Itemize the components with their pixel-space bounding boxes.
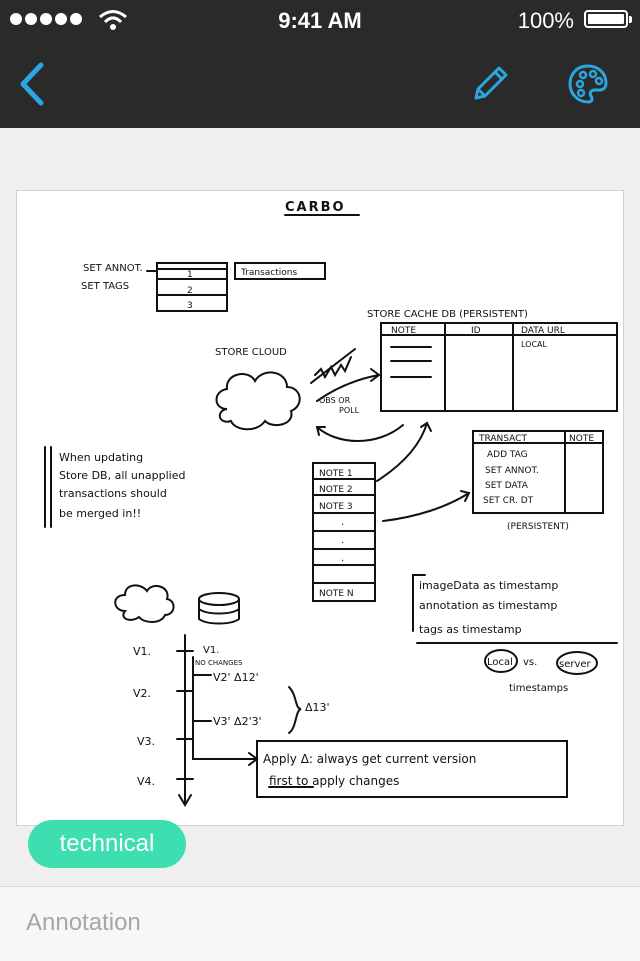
sketch-title: CARBO bbox=[285, 200, 346, 215]
sketch-label: NOTE 1 bbox=[319, 469, 353, 479]
annotation-bar bbox=[0, 886, 640, 961]
palette-icon bbox=[568, 64, 608, 104]
navigation-bar bbox=[0, 40, 640, 128]
sketch-label: V4. bbox=[137, 775, 155, 788]
battery-icon bbox=[584, 10, 632, 28]
wifi-icon bbox=[99, 10, 127, 30]
pencil-icon bbox=[474, 66, 508, 100]
sketch-label: STORE CACHE DB (PERSISTENT) bbox=[367, 309, 528, 320]
back-button[interactable] bbox=[8, 60, 56, 108]
sketch-label: 3 bbox=[187, 301, 193, 311]
sketch-label: vs. bbox=[523, 657, 537, 668]
battery-percentage: 100% bbox=[517, 8, 574, 33]
sketch-label: V2' Δ12' bbox=[213, 671, 259, 684]
sketch-label: imageData as timestamp bbox=[419, 579, 558, 592]
sketch-label: timestamps bbox=[509, 683, 568, 694]
sketch-label: NOTE 3 bbox=[319, 502, 353, 512]
sketch-label: SET ANNOT. bbox=[83, 263, 143, 274]
sketch-label: NO CHANGES bbox=[195, 659, 243, 667]
sketch-label: V2. bbox=[133, 687, 151, 700]
sketch-label: NOTE 2 bbox=[319, 485, 353, 495]
sketch-label: V1. bbox=[203, 645, 219, 656]
sketch-label: Apply Δ: always get current version bbox=[263, 752, 476, 766]
sketch-label: Local bbox=[487, 657, 513, 668]
status-bar: 9:41 AM 100% bbox=[0, 0, 640, 40]
sketch-label: SET DATA bbox=[485, 481, 529, 491]
signal-strength-icon bbox=[10, 13, 82, 25]
sketch-label: When updating bbox=[59, 451, 143, 464]
sketch-label: POLL bbox=[339, 406, 360, 415]
whiteboard-sketch: CARBO SET ANNOT. SET TAGS 1 2 3 Transact… bbox=[44, 200, 618, 807]
edit-button[interactable] bbox=[466, 60, 514, 108]
sketch-label: ID bbox=[471, 326, 481, 336]
sketch-label: OBS OR bbox=[319, 396, 351, 405]
sketch-label: STORE CLOUD bbox=[215, 347, 287, 358]
sketch-label: V1. bbox=[133, 645, 151, 658]
sketch-label: server bbox=[559, 659, 592, 670]
sketch-label: 1 bbox=[187, 270, 193, 280]
sketch-label: NOTE bbox=[391, 326, 416, 336]
tag-chip-technical[interactable]: technical bbox=[28, 820, 186, 868]
sketch-label: SET ANNOT. bbox=[485, 466, 539, 476]
status-time: 9:41 AM bbox=[278, 8, 362, 33]
sketch-label: Store DB, all unapplied bbox=[59, 469, 185, 482]
sketch-label: SET TAGS bbox=[81, 281, 129, 292]
sketch-label: LOCAL bbox=[521, 340, 548, 349]
sketch-label: . bbox=[341, 535, 344, 546]
chevron-left-icon bbox=[20, 62, 44, 106]
sketch-label: V3' Δ2'3' bbox=[213, 715, 262, 728]
sketch-label: V3. bbox=[137, 735, 155, 748]
sketch-label: tags as timestamp bbox=[419, 623, 522, 636]
sketch-label: . bbox=[341, 517, 344, 528]
sketch-label: 2 bbox=[187, 286, 193, 296]
tag-label: technical bbox=[59, 830, 155, 857]
sketch-label: first to apply changes bbox=[269, 774, 399, 788]
sketch-label: . bbox=[341, 553, 344, 564]
sketch-image: CARBO SET ANNOT. SET TAGS 1 2 3 Transact… bbox=[16, 190, 624, 826]
sketch-label: (PERSISTENT) bbox=[507, 522, 569, 532]
sketch-label: annotation as timestamp bbox=[419, 599, 557, 612]
sketch-label: NOTE bbox=[569, 434, 594, 444]
sketch-label: Δ13' bbox=[305, 701, 330, 714]
sketch-label: Transactions bbox=[240, 268, 297, 278]
sketch-label: SET CR. DT bbox=[483, 496, 534, 506]
sketch-label: NOTE N bbox=[319, 589, 354, 599]
sketch-label: ADD TAG bbox=[487, 450, 528, 460]
annotation-input[interactable] bbox=[26, 905, 616, 941]
sketch-label: DATA URL bbox=[521, 326, 565, 336]
sketch-label: transactions should bbox=[59, 487, 167, 500]
sketch-label: TRANSACT bbox=[478, 434, 527, 444]
sketch-label: be merged in!! bbox=[59, 507, 141, 520]
palette-button[interactable] bbox=[564, 60, 612, 108]
